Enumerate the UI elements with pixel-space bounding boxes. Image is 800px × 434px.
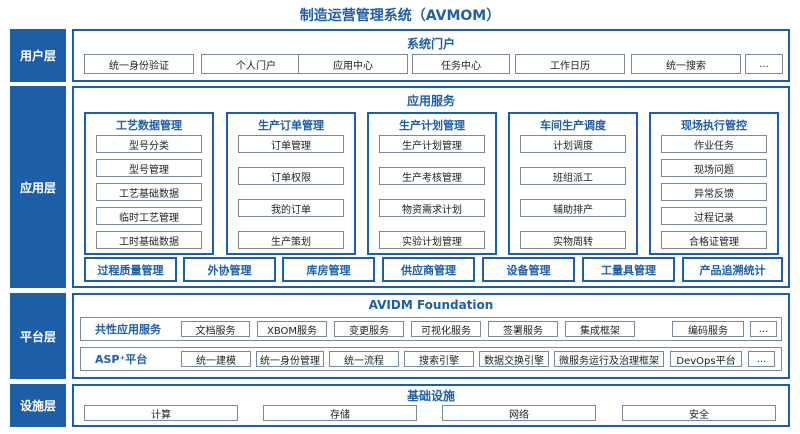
- module-item[interactable]: 合格证管理: [661, 231, 767, 249]
- layer-panel-app: 应用服务 工艺数据管理 型号分类 型号管理 工艺基础数据 临时工艺管理 工时基础…: [72, 86, 790, 288]
- portal-item-task-center[interactable]: 任务中心: [412, 54, 510, 74]
- module-item[interactable]: 生产策划: [238, 231, 344, 249]
- layer-label-infra: 设施层: [10, 384, 66, 427]
- portal-item-personal-portal[interactable]: 个人门户: [201, 54, 311, 74]
- infra-item-compute[interactable]: 计算: [84, 405, 238, 421]
- service-item[interactable]: 变更服务: [334, 321, 404, 337]
- module-title: 生产计划管理: [399, 119, 465, 132]
- platform-item[interactable]: DevOps平台: [670, 351, 742, 367]
- module-item[interactable]: 工艺基础数据: [96, 183, 202, 201]
- common-services-row: 共性应用服务 文档服务 XBOM服务 变更服务 可视化服务 签署服务 集成框架 …: [80, 317, 782, 341]
- module-item[interactable]: 型号分类: [96, 135, 202, 153]
- service-item[interactable]: 可视化服务: [411, 321, 481, 337]
- infra-item-security[interactable]: 安全: [622, 405, 776, 421]
- module-title: 现场执行管控: [681, 119, 747, 132]
- app-process-quality[interactable]: 过程质量管理: [84, 257, 177, 282]
- module-shopfloor-execution: 现场执行管控 作业任务 现场问题 异常反馈 过程记录 合格证管理: [649, 112, 779, 255]
- module-item[interactable]: 工时基础数据: [96, 231, 202, 249]
- module-item[interactable]: 作业任务: [661, 135, 767, 153]
- module-item[interactable]: 异常反馈: [661, 183, 767, 201]
- service-item[interactable]: 集成框架: [565, 321, 635, 337]
- layer-label-app: 应用层: [10, 86, 66, 288]
- layer-label-platform: 平台层: [10, 293, 66, 379]
- layer-panel-infra: 基础设施 计算 存储 网络 安全: [72, 384, 790, 427]
- module-item[interactable]: 订单权限: [238, 167, 344, 185]
- platform-item[interactable]: 统一流程: [329, 351, 399, 367]
- portal-item-more[interactable]: ...: [745, 54, 783, 74]
- module-item[interactable]: 辅助排产: [520, 199, 626, 217]
- module-item[interactable]: 型号管理: [96, 159, 202, 177]
- module-item[interactable]: 订单管理: [238, 135, 344, 153]
- app-services-heading: 应用服务: [406, 94, 455, 108]
- module-process-data: 工艺数据管理 型号分类 型号管理 工艺基础数据 临时工艺管理 工时基础数据: [84, 112, 214, 255]
- layer-panel-platform: AVIDM Foundation 共性应用服务 文档服务 XBOM服务 变更服务…: [72, 293, 790, 379]
- module-item[interactable]: 现场问题: [661, 159, 767, 177]
- service-item[interactable]: 编码服务: [672, 321, 744, 337]
- asp-platform-row: ASP⁺平台 统一建模 统一身份管理 统一流程 搜索引擎 数据交换引擎 微服务运…: [80, 347, 782, 371]
- portal-item-app-center[interactable]: 应用中心: [298, 54, 408, 74]
- app-supplier[interactable]: 供应商管理: [382, 257, 475, 282]
- module-item[interactable]: 我的订单: [238, 199, 344, 217]
- infra-heading: 基础设施: [406, 389, 455, 403]
- module-item[interactable]: 实验计划管理: [379, 231, 485, 249]
- module-item[interactable]: 生产考核管理: [379, 167, 485, 185]
- module-production-plan: 生产计划管理 生产计划管理 生产考核管理 物资需求计划 实验计划管理: [367, 112, 497, 255]
- platform-item[interactable]: 统一建模: [181, 351, 251, 367]
- module-title: 生产订单管理: [258, 119, 324, 132]
- service-item-more[interactable]: ...: [750, 321, 777, 337]
- portal-heading: 系统门户: [406, 37, 455, 51]
- service-item[interactable]: 文档服务: [181, 321, 250, 337]
- portal-item-unified-search[interactable]: 统一搜索: [631, 54, 741, 74]
- module-item[interactable]: 实物周转: [520, 231, 626, 249]
- layer-panel-user: 系统门户 统一身份验证 个人门户 应用中心 任务中心 工作日历 统一搜索 ...: [72, 29, 790, 82]
- platform-item[interactable]: 搜索引擎: [404, 351, 474, 367]
- module-item[interactable]: 班组派工: [520, 167, 626, 185]
- platform-item[interactable]: 微服务运行及治理框架: [554, 351, 664, 367]
- platform-item-more[interactable]: ...: [748, 351, 775, 367]
- portal-item-work-calendar[interactable]: 工作日历: [515, 54, 625, 74]
- infra-item-network[interactable]: 网络: [442, 405, 596, 421]
- layer-label-user: 用户层: [10, 29, 66, 82]
- app-outsourcing[interactable]: 外协管理: [183, 257, 276, 282]
- page-title: 制造运营管理系统（AVMOM）: [299, 8, 501, 24]
- module-item[interactable]: 物资需求计划: [379, 199, 485, 217]
- app-equipment[interactable]: 设备管理: [482, 257, 575, 282]
- module-item[interactable]: 临时工艺管理: [96, 207, 202, 225]
- module-item[interactable]: 过程记录: [661, 207, 767, 225]
- service-item[interactable]: XBOM服务: [257, 321, 327, 337]
- app-traceability[interactable]: 产品追溯统计: [682, 257, 783, 282]
- module-workshop-scheduling: 车间生产调度 计划调度 班组派工 辅助排产 实物周转: [508, 112, 638, 255]
- module-production-order: 生产订单管理 订单管理 订单权限 我的订单 生产策划: [226, 112, 356, 255]
- module-item[interactable]: 生产计划管理: [379, 135, 485, 153]
- platform-item[interactable]: 统一身份管理: [256, 351, 324, 367]
- portal-item-unified-auth[interactable]: 统一身份验证: [84, 54, 194, 74]
- module-item[interactable]: 计划调度: [520, 135, 626, 153]
- module-title: 工艺数据管理: [116, 119, 182, 132]
- service-item[interactable]: 签署服务: [488, 321, 558, 337]
- asp-platform-label: ASP⁺平台: [95, 353, 148, 366]
- app-warehouse[interactable]: 库房管理: [282, 257, 375, 282]
- app-tools[interactable]: 工量具管理: [582, 257, 675, 282]
- module-title: 车间生产调度: [540, 119, 606, 132]
- common-services-label: 共性应用服务: [95, 323, 161, 336]
- platform-heading: AVIDM Foundation: [368, 298, 494, 312]
- platform-item[interactable]: 数据交换引擎: [479, 351, 549, 367]
- infra-item-storage[interactable]: 存储: [263, 405, 417, 421]
